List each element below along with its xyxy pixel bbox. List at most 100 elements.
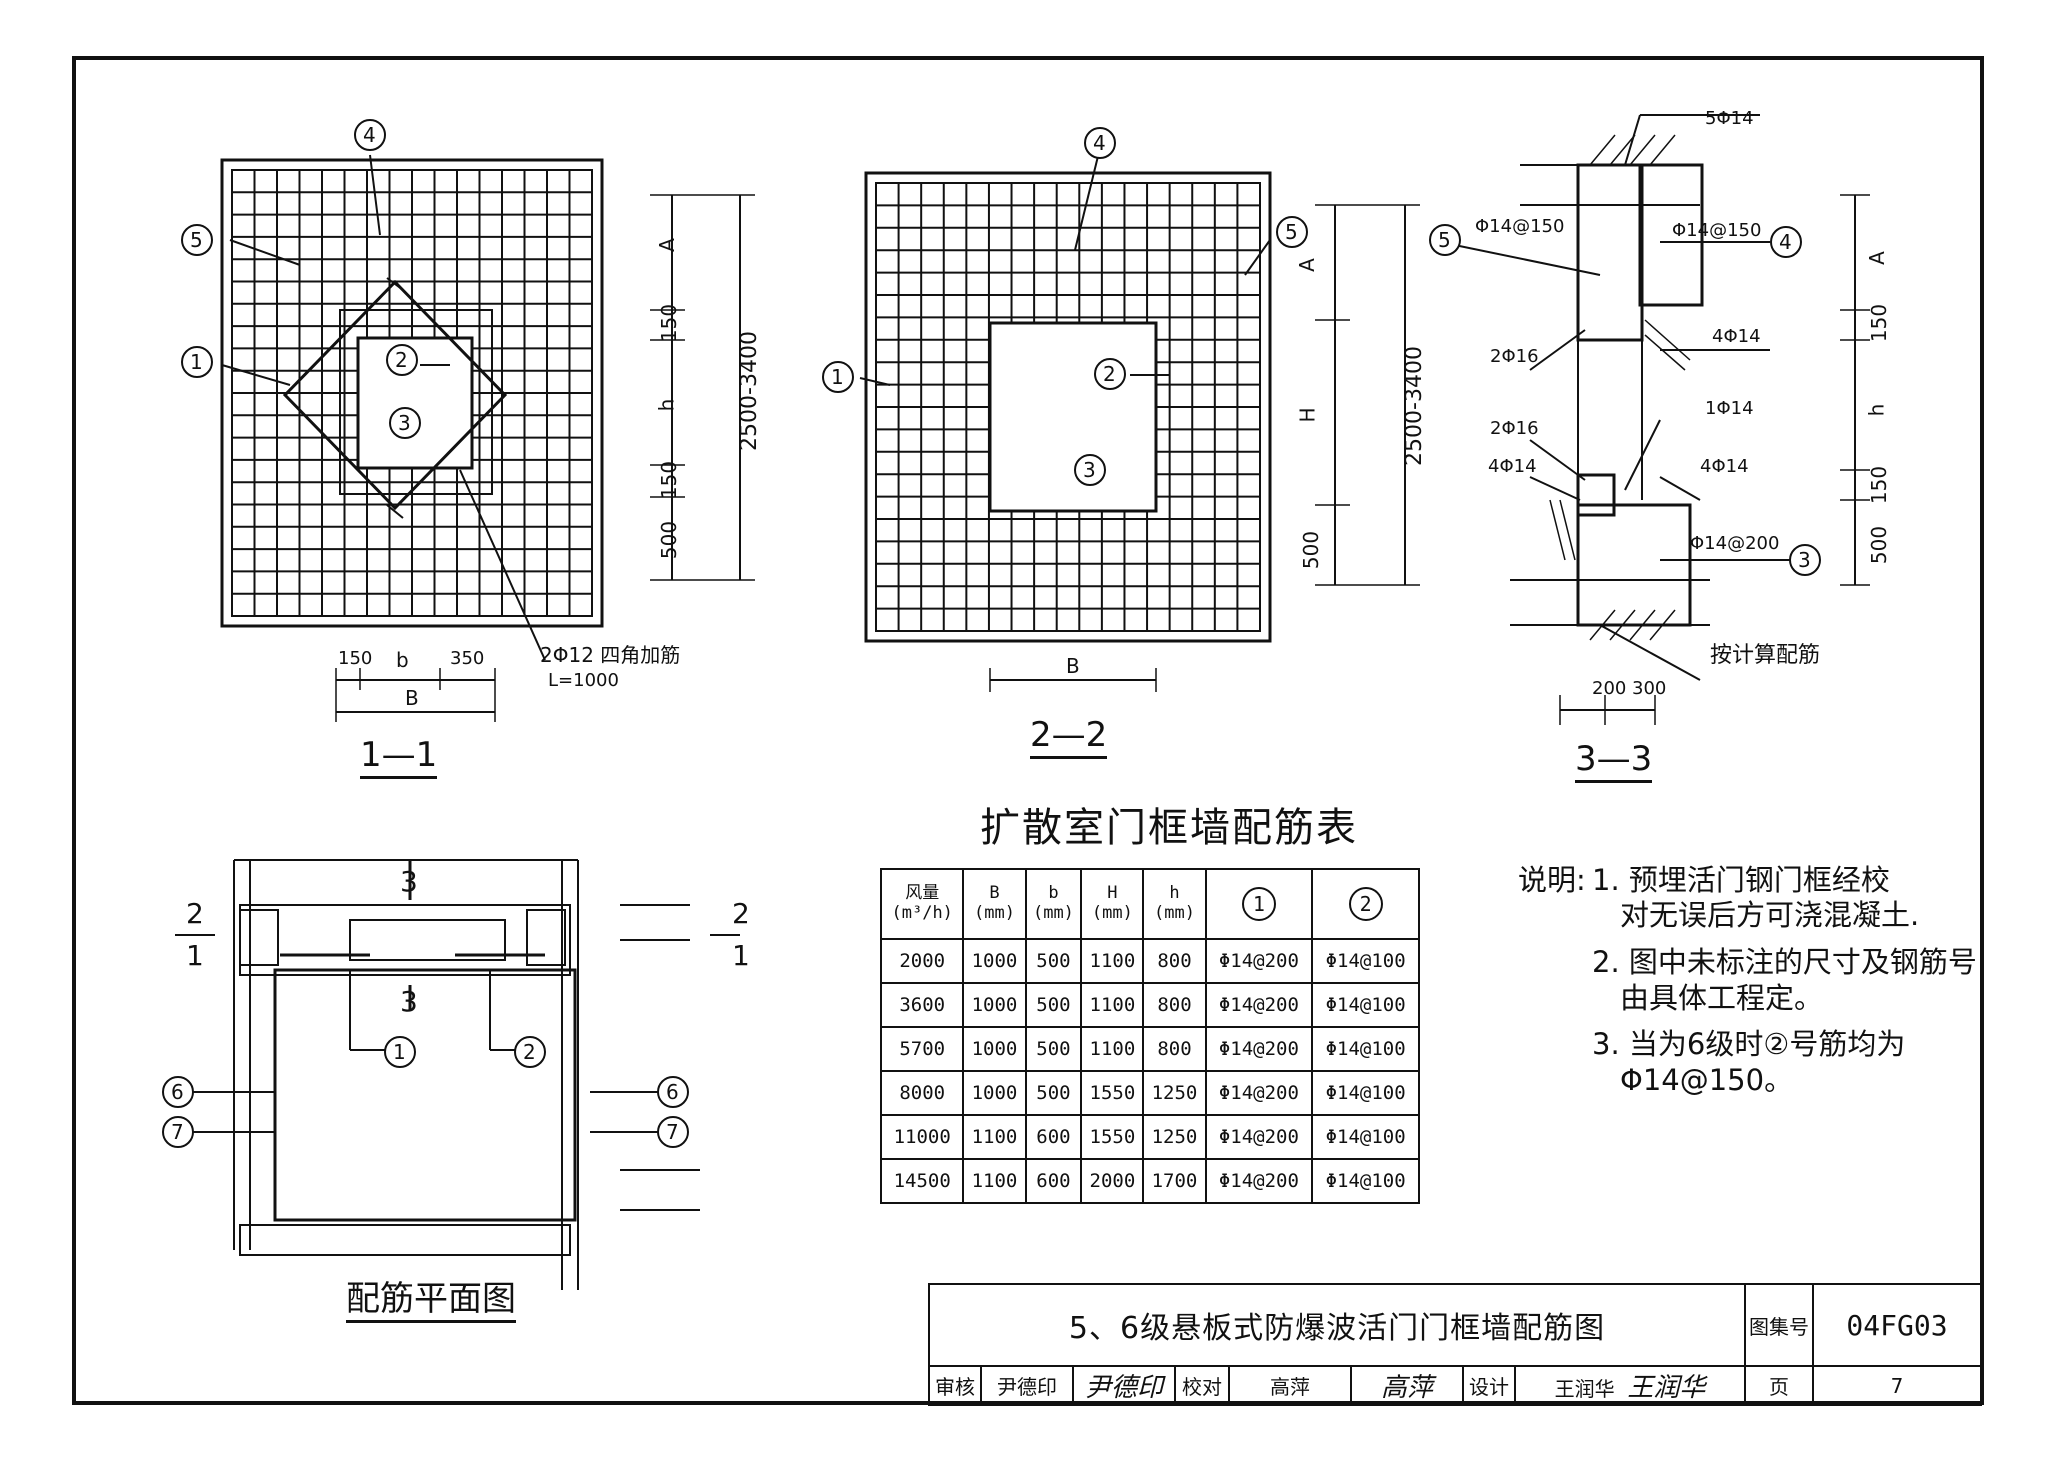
table-cell: 1100 (1080, 982, 1145, 1028)
section-2-title: 2—2 (1030, 718, 1108, 759)
callout-2-s1: 2 (395, 348, 408, 372)
callout-6-right: 6 (666, 1080, 679, 1104)
table-cell: 1250 (1142, 1114, 1207, 1160)
table-cell: 500 (1024, 1070, 1083, 1116)
table-cell: 600 (1024, 1158, 1083, 1204)
callout-2-circle-s2 (1094, 358, 1126, 390)
dim3-150b: 150 (1867, 465, 1892, 505)
table-cell: 1550 (1080, 1070, 1145, 1116)
table-cell: 2000 (879, 938, 965, 984)
dim3-500: 500 (1867, 525, 1892, 565)
note-2b: 由具体工程定。 (1620, 981, 1824, 1015)
title-block: 5、6级悬板式防爆波活门门框墙配筋图 图集号 04FG03 审核 尹德印 尹德印… (928, 1283, 1982, 1406)
table-cell: 600 (1024, 1114, 1083, 1160)
callout-1-circle-s1 (181, 346, 213, 378)
s3-4f14a: 4Φ14 (1712, 326, 1761, 347)
table-cell: 5700 (879, 1026, 965, 1072)
table-cell: 1000 (962, 1070, 1027, 1116)
dim1-500: 500 (657, 520, 682, 560)
note-2a: 2. 图中未标注的尺寸及钢筋号 (1592, 945, 1977, 979)
callout-6-circle-left (162, 1076, 194, 1108)
dim3-200: 200 (1592, 678, 1627, 699)
table-cell: Φ14@200 (1204, 1158, 1314, 1204)
dim2-H: H (1295, 407, 1320, 423)
table-cell: 2000 (1080, 1158, 1145, 1204)
table-cell: 800 (1142, 938, 1207, 984)
note-3a: 3. 当为6级时②号筋均为 (1592, 1027, 1906, 1061)
table-header-cell: H(mm) (1080, 868, 1145, 940)
designer-signature: 王润华 (1627, 1373, 1706, 1403)
dim2-500: 500 (1299, 530, 1324, 570)
dim1-B: B (405, 686, 419, 710)
table-cell: 800 (1142, 1026, 1207, 1072)
dim1-total: 2500-3400 (736, 331, 762, 451)
callout-4-s2: 4 (1093, 131, 1106, 155)
drawing-title: 5、6级悬板式防爆波活门门框墙配筋图 (928, 1283, 1746, 1367)
table-header-cell: 1 (1204, 868, 1314, 940)
callout-7-right: 7 (666, 1120, 679, 1144)
callout-7-left: 7 (171, 1120, 184, 1144)
plan-title: 配筋平面图 (346, 1282, 516, 1323)
s3-left-dist: Φ14@150 (1475, 216, 1565, 237)
plan-sec2-left: 2 (186, 897, 204, 930)
section-3-3 (1439, 114, 1870, 725)
callout-5-s1: 5 (190, 228, 203, 252)
callout-4-circle-s2 (1084, 127, 1116, 159)
callout-5-circle-s1 (181, 224, 213, 256)
corner-bar-note: 2Φ12 四角加筋 (540, 643, 681, 667)
callout-5-circle-s3 (1429, 224, 1461, 256)
callout-1-circle-plan (384, 1036, 416, 1068)
note-1b: 对无误后方可浇混凝土. (1620, 898, 1920, 932)
callout-1-circle-s2 (822, 361, 854, 393)
table-cell: Φ14@200 (1204, 938, 1314, 984)
table-cell: 1000 (962, 1026, 1027, 1072)
callout-7-circle-left (162, 1116, 194, 1148)
callout-5-s3: 5 (1438, 228, 1451, 252)
table-cell: 1100 (962, 1158, 1027, 1204)
callout-circles (162, 119, 1821, 1148)
dim3-300: 300 (1632, 678, 1667, 699)
design-label: 设计 (1462, 1365, 1516, 1406)
table-cell: 11000 (879, 1114, 965, 1160)
callout-4-s1: 4 (363, 123, 376, 147)
dim1-h: h (654, 398, 679, 412)
callout-3-s1: 3 (398, 411, 411, 435)
table-cell: 1100 (1080, 1026, 1145, 1072)
dim1-150a: 150 (657, 303, 682, 343)
s3-bottom-note: 按计算配筋 (1710, 643, 1821, 668)
callout-2-circle-plan (514, 1036, 546, 1068)
callout-3-circle-s3 (1789, 544, 1821, 576)
reviewer-signature: 尹德印 (1072, 1365, 1176, 1406)
table-cell: Φ14@100 (1311, 1114, 1420, 1160)
table-cell: 1700 (1142, 1158, 1207, 1204)
page-label: 页 (1744, 1365, 1814, 1406)
callout-2-plan: 2 (523, 1040, 536, 1064)
table-header-cell: h(mm) (1142, 868, 1207, 940)
callout-3-s3: 3 (1798, 548, 1811, 572)
table-cell: 8000 (879, 1070, 965, 1116)
note-3b: Φ14@150。 (1620, 1063, 1794, 1097)
table-header-cell: b(mm) (1024, 868, 1083, 940)
checker-signature: 高萍 (1350, 1365, 1464, 1406)
callout-6-circle-right (657, 1076, 689, 1108)
table-cell: 1550 (1080, 1114, 1145, 1160)
table-cell: 1000 (962, 938, 1027, 984)
check-label: 校对 (1174, 1365, 1230, 1406)
plan-sec1-right: 1 (732, 939, 750, 972)
table-cell: 800 (1142, 982, 1207, 1028)
atlas-label: 图集号 (1744, 1283, 1814, 1367)
callout-5-circle-s2 (1276, 216, 1308, 248)
callout-3-s2: 3 (1083, 458, 1096, 482)
table-cell: 3600 (879, 982, 965, 1028)
s3-l4f14: 4Φ14 (1488, 456, 1537, 477)
s3-2f16b: 2Φ16 (1490, 418, 1539, 439)
dim3-h: h (1864, 403, 1889, 417)
s3-r4f14: 4Φ14 (1700, 456, 1749, 477)
designer-name-and-sign: 王润华 王润华 (1514, 1365, 1746, 1406)
